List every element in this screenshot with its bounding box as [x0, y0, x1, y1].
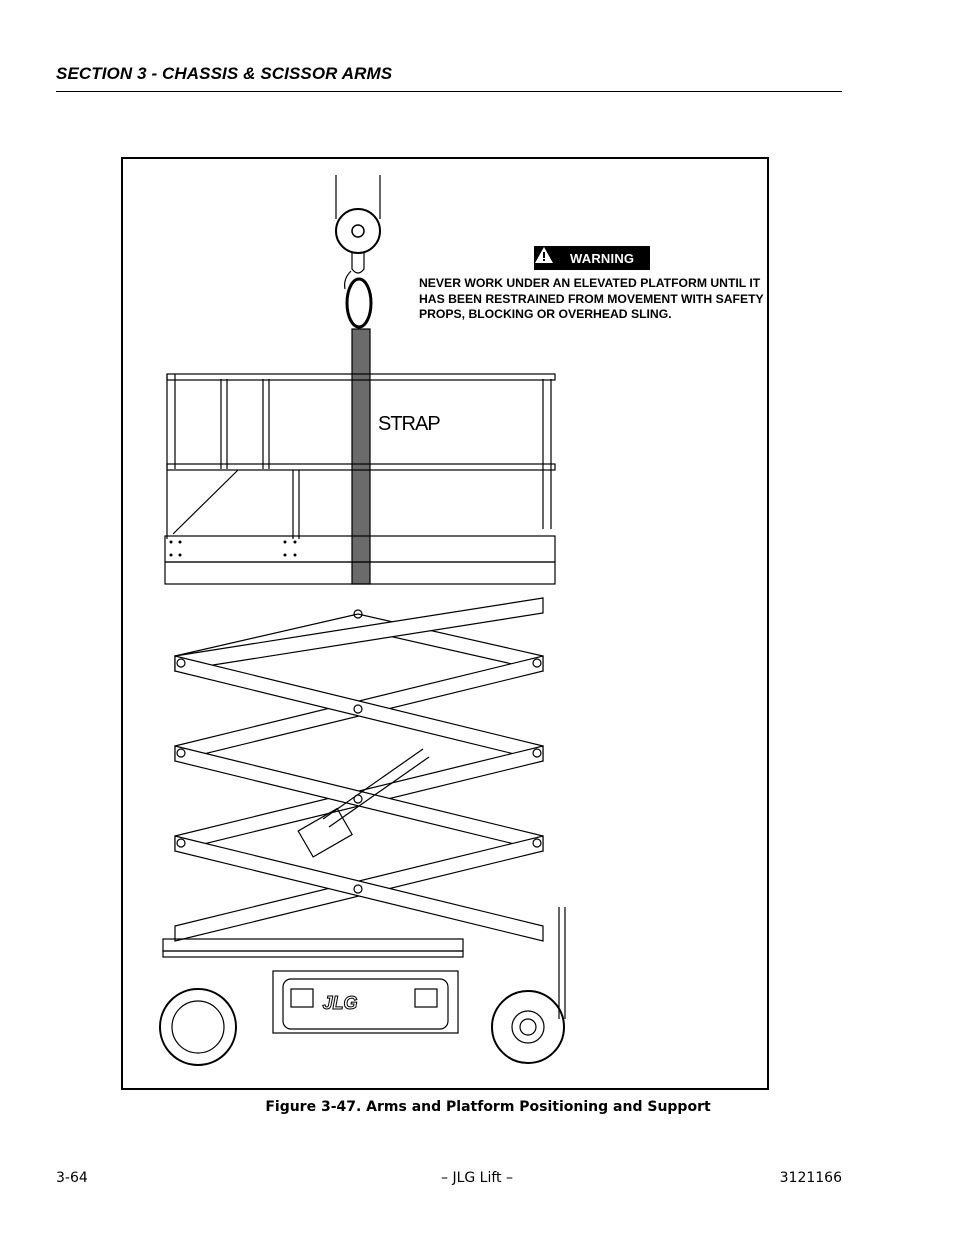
- strap-label: STRAP: [378, 413, 441, 435]
- warning-label: WARNING: [570, 250, 635, 266]
- warning-triangle-icon: [534, 246, 558, 270]
- header-divider: [56, 91, 842, 92]
- footer-center-text: – JLG Lift –: [441, 1170, 513, 1186]
- warning-message: NEVER WORK UNDER AN ELEVATED PLATFORM UN…: [419, 276, 764, 321]
- jlg-logo: JLG: [322, 993, 357, 1013]
- figure-caption: Figure 3-47. Arms and Platform Positioni…: [265, 1099, 711, 1115]
- scissor-lift-illustration: JLG: [159, 175, 566, 1066]
- document-number: 3121166: [779, 1170, 842, 1186]
- figure-frame: JLG WARNING NEVER WORK UNDER AN ELEVATED…: [121, 157, 769, 1090]
- section-title: SECTION 3 - CHASSIS & SCISSOR ARMS: [56, 64, 393, 83]
- page-number: 3-64: [56, 1170, 88, 1186]
- warning-badge: WARNING: [534, 246, 650, 270]
